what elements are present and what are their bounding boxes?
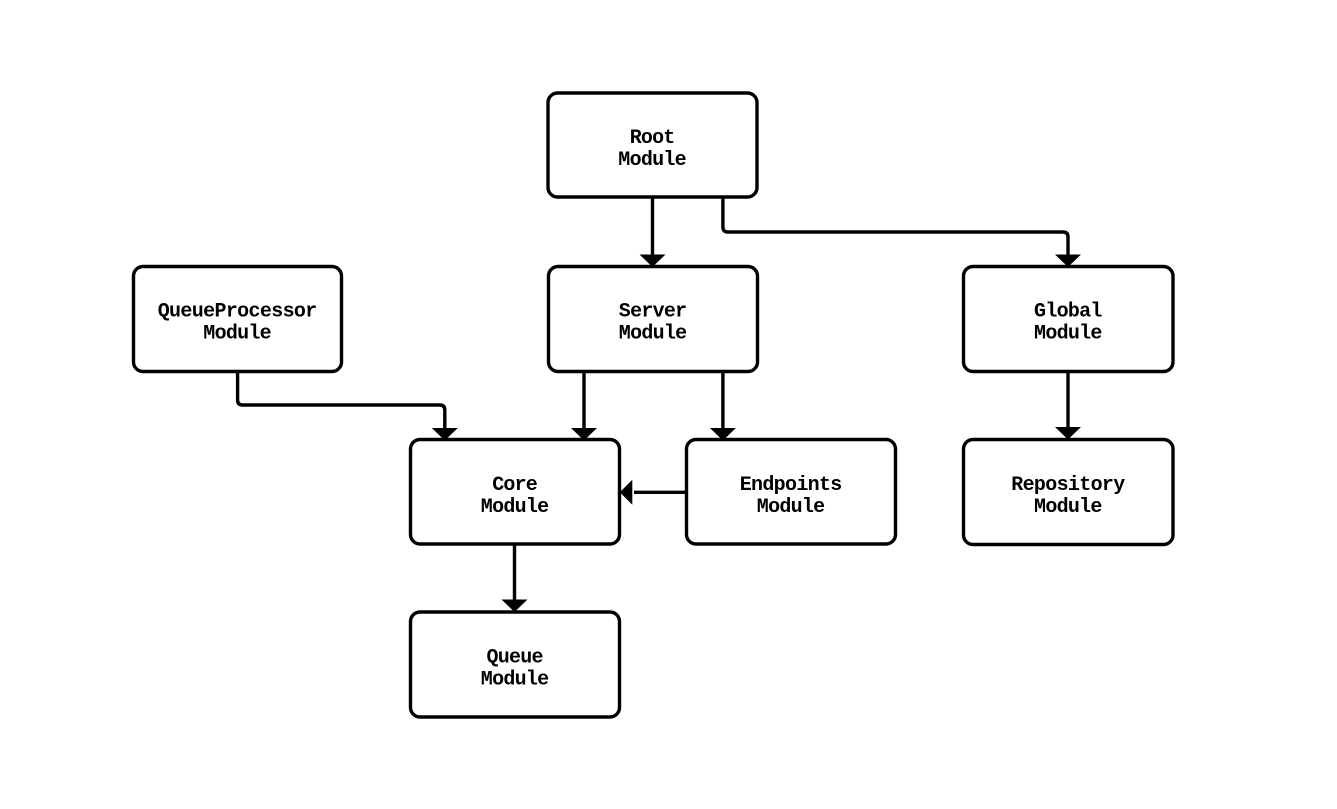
svg-text:Core: Core bbox=[492, 474, 538, 497]
svg-text:Root: Root bbox=[630, 127, 676, 150]
svg-text:Repository: Repository bbox=[1011, 474, 1125, 497]
svg-text:Module: Module bbox=[481, 496, 549, 519]
svg-text:Module: Module bbox=[618, 149, 686, 172]
svg-text:Module: Module bbox=[757, 496, 825, 519]
svg-text:QueueProcessor: QueueProcessor bbox=[158, 301, 318, 324]
svg-text:Module: Module bbox=[1034, 323, 1102, 346]
svg-text:Global: Global bbox=[1034, 301, 1102, 324]
svg-text:Module: Module bbox=[481, 669, 549, 692]
svg-text:Endpoints: Endpoints bbox=[740, 474, 843, 497]
svg-text:Queue: Queue bbox=[487, 647, 544, 670]
svg-text:Module: Module bbox=[1034, 496, 1102, 519]
svg-text:Module: Module bbox=[619, 323, 687, 346]
svg-text:Module: Module bbox=[203, 323, 271, 346]
svg-text:Server: Server bbox=[619, 301, 687, 324]
